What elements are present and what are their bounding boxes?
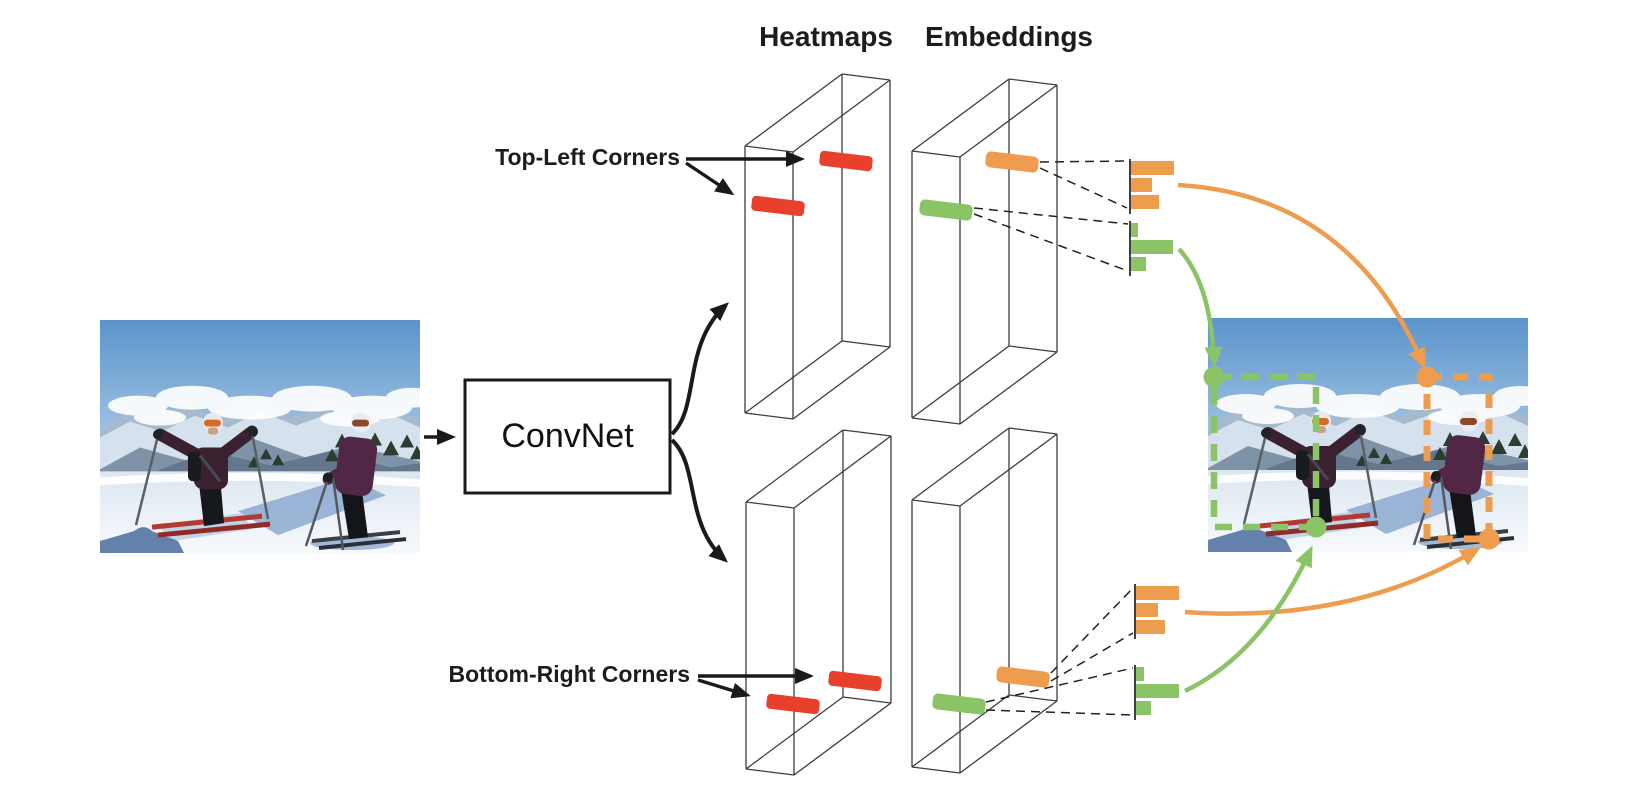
bottom-right-label-arrows [697,668,814,699]
match-curve-orange-bottom [1184,546,1482,616]
match-curve-green-bottom [1184,545,1313,694]
br-embedding-bar-orange [996,666,1050,688]
bottom-right-corners-label: Bottom-Right Corners [448,661,690,687]
match-curve-orange-top [1177,182,1426,370]
heatmaps-title: Heatmaps [759,21,893,52]
green-top-left-corner-dot [1203,366,1225,388]
top-left-label-arrows [685,151,805,196]
convnet-box [463,378,672,495]
tl-heatmap-corner-bar-1 [819,150,873,172]
orange-top-left-corner-dot [1416,366,1438,388]
histogram-bottom-orange [1134,584,1179,639]
top-left-corners-label: Top-Left Corners [495,144,680,170]
heatmap-box-bottom-right [745,429,892,776]
projection-lines [973,160,1134,716]
histogram-top-orange [1129,159,1174,214]
heatmap-box-top-left [744,73,891,420]
br-heatmap-corner-bar-2 [766,693,820,715]
orange-bounding-box [1423,373,1493,543]
br-heatmap-corner-bar-1 [828,670,882,692]
branch-arrow-top [670,302,729,436]
tl-embedding-bar-green [919,199,973,221]
tl-embedding-bar-orange [985,151,1039,173]
embedding-box-top-left [911,78,1058,425]
orange-bottom-right-corner-dot [1478,528,1500,550]
tl-heatmap-corner-bar-2 [751,195,805,217]
embeddings-title: Embeddings [924,21,1093,52]
green-bounding-box [1210,373,1320,531]
histogram-bottom-green [1134,665,1179,720]
branch-arrow-bottom [670,438,729,563]
embedding-box-bottom-right [911,427,1058,774]
br-embedding-bar-green [932,693,986,715]
input-photo [100,320,438,553]
histogram-top-green [1129,221,1173,276]
output-photo [1208,318,1546,552]
green-bottom-right-corner-dot [1305,516,1327,538]
match-curve-green-top [1177,247,1223,368]
convnet-label: ConvNet [501,417,634,455]
